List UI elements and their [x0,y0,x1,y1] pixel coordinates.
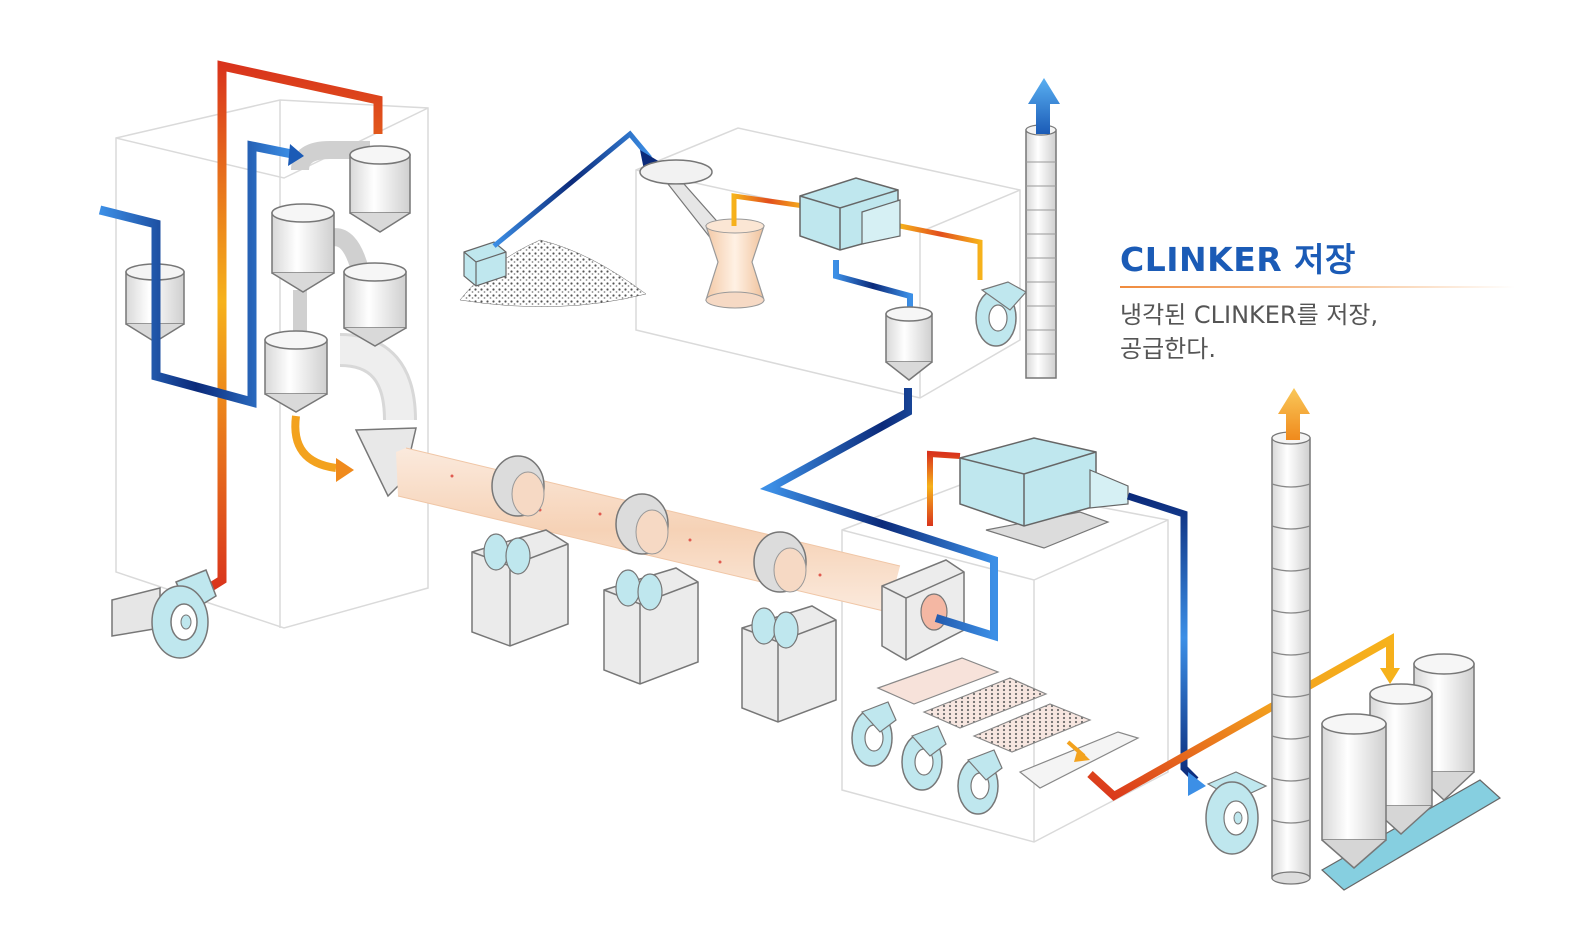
cooler-bag-filter [959,437,1129,549]
cyclone-3 [343,262,407,347]
clinker-conveyor-pipe [1087,633,1400,801]
kiln-pier-2 [603,493,699,685]
cooler-fan-3 [957,749,1003,815]
info-divider [1120,286,1515,288]
hot-gas-pipe [203,60,383,594]
bag-filter [799,177,901,251]
coal-feed-pipe [759,388,998,642]
exhaust-arrow-up [1028,78,1060,134]
raw-material-conveyor [492,130,660,248]
info-description-line-1: 냉각된 CLINKER를 저장, [1120,301,1379,329]
feed-box [463,241,507,287]
cyclone-1 [349,145,411,233]
cooler-fan-1 [851,701,897,767]
clinker-silos [1320,653,1502,891]
kiln-pier-3 [741,531,837,723]
info-description-line-2: 공급한다. [1120,335,1216,363]
cold-air-pipe-left [98,140,304,408]
mill-hot-pipe [731,193,983,280]
cooler-fan-2 [901,725,947,791]
silo-1 [1321,713,1387,869]
cooler-fans [851,701,1003,815]
info-title: CLINKER 저장 [1120,240,1356,279]
cyclone-4 [264,330,328,413]
preheater-fan [111,569,217,659]
preheater-tower [125,141,417,498]
mill-cold-pipe [833,260,913,310]
clinker-stack-arrow-up [1278,388,1310,440]
coal-bin [885,306,933,381]
info-panel: CLINKER 저장 냉각된 CLINKER를 저장, 공급한다. [1120,238,1520,366]
cooler-hot-pipe [927,450,961,526]
info-description: 냉각된 CLINKER를 저장, 공급한다. [1120,298,1520,366]
kiln-pier-1 [471,455,569,647]
exhaust-stack [1025,78,1060,379]
coal-mill [639,159,765,309]
cyclone-2 [271,203,335,293]
hot-meal-arrow [291,415,337,472]
cooler-cold-pipe [1126,492,1206,796]
clinker-fan [1205,771,1268,855]
mill-fan [975,281,1027,347]
clinker-cooler [876,657,1140,789]
clinker-stack [1271,388,1311,885]
